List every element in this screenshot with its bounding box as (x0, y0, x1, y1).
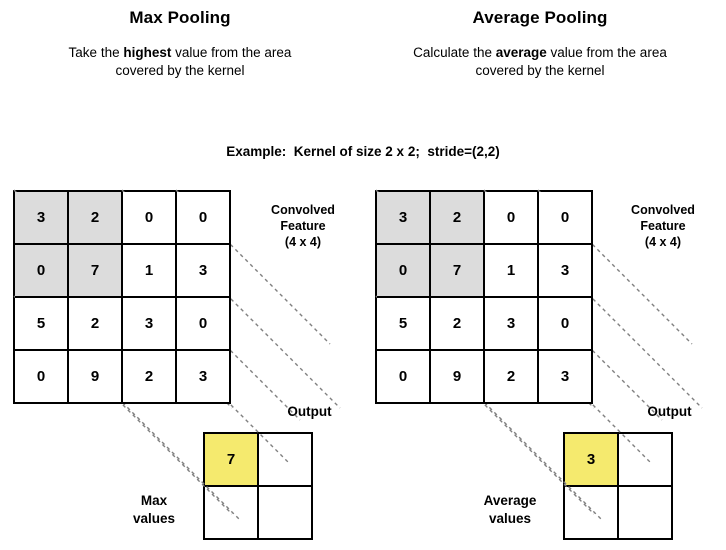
output-cell[interactable] (619, 487, 673, 540)
output-label-max: Output (287, 404, 332, 419)
convolved-feature-grid-average[interactable]: 3 2 0 0 0 7 1 3 5 2 3 0 0 9 2 3 (375, 190, 593, 404)
example-caption: Example: Kernel of size 2 x 2; stride=(2… (226, 144, 500, 159)
matrix-cell[interactable]: 7 (431, 245, 485, 298)
output-cell[interactable]: 3 (565, 434, 619, 487)
feature-label-line2: Feature (280, 219, 326, 233)
matrix-cell[interactable]: 1 (485, 245, 539, 298)
matrix-cell[interactable]: 9 (69, 351, 123, 404)
matrix-cell[interactable]: 5 (15, 298, 69, 351)
matrix-cell[interactable]: 1 (123, 245, 177, 298)
desc-bold-max: highest (123, 45, 172, 60)
output-cell[interactable] (565, 487, 619, 540)
matrix-cell[interactable]: 3 (177, 351, 231, 404)
matrix-cell[interactable]: 0 (485, 192, 539, 245)
panel-title-average: Average Pooling (472, 8, 608, 27)
output-label-average: Output (647, 404, 692, 419)
matrix-cell[interactable]: 3 (539, 245, 593, 298)
feature-label-line3: (4 x 4) (644, 235, 682, 249)
feature-label-line1: Convolved (631, 203, 695, 217)
matrix-cell[interactable]: 0 (539, 298, 593, 351)
output-grid-max[interactable]: 7 (203, 432, 313, 540)
convolved-feature-label-max: Convolved Feature (4 x 4) (238, 202, 368, 250)
matrix-cell[interactable]: 3 (15, 192, 69, 245)
values-label-average: Average values (460, 492, 560, 528)
panel-title-max: Max Pooling (129, 8, 231, 27)
matrix-cell[interactable]: 2 (431, 192, 485, 245)
matrix-cell[interactable]: 2 (123, 351, 177, 404)
values-label-line2: values (488, 511, 532, 526)
matrix-cell[interactable]: 0 (377, 245, 431, 298)
matrix-cell[interactable]: 3 (539, 351, 593, 404)
desc-pre-average: Calculate the (413, 45, 496, 60)
feature-label-line1: Convolved (271, 203, 335, 217)
matrix-cell[interactable]: 2 (485, 351, 539, 404)
output-cell[interactable] (205, 487, 259, 540)
matrix-cell[interactable]: 2 (69, 298, 123, 351)
output-cell[interactable] (619, 434, 673, 487)
matrix-cell[interactable]: 0 (539, 192, 593, 245)
matrix-cell[interactable]: 0 (15, 245, 69, 298)
desc-bold-average: average (495, 45, 547, 60)
matrix-cell[interactable]: 0 (377, 351, 431, 404)
matrix-cell[interactable]: 0 (123, 192, 177, 245)
output-cell[interactable] (259, 434, 313, 487)
matrix-cell[interactable]: 3 (177, 245, 231, 298)
matrix-cell[interactable]: 5 (377, 298, 431, 351)
matrix-cell[interactable]: 2 (69, 192, 123, 245)
matrix-cell[interactable]: 3 (377, 192, 431, 245)
desc-post-max: value from the area covered by the kerne… (115, 45, 292, 78)
values-label-line1: Max (140, 493, 168, 508)
matrix-cell[interactable]: 0 (177, 298, 231, 351)
matrix-cell[interactable]: 0 (15, 351, 69, 404)
output-cell[interactable] (259, 487, 313, 540)
matrix-cell[interactable]: 3 (123, 298, 177, 351)
matrix-cell[interactable]: 3 (485, 298, 539, 351)
panel-description-max: Take the highest value from the area cov… (50, 44, 310, 80)
matrix-cell[interactable]: 7 (69, 245, 123, 298)
convolved-feature-label-average: Convolved Feature (4 x 4) (600, 202, 726, 250)
matrix-cell[interactable]: 2 (431, 298, 485, 351)
output-cell[interactable]: 7 (205, 434, 259, 487)
feature-label-line3: (4 x 4) (284, 235, 322, 249)
matrix-cell[interactable]: 0 (177, 192, 231, 245)
matrix-cell[interactable]: 9 (431, 351, 485, 404)
desc-post-average: value from the area covered by the kerne… (475, 45, 667, 78)
convolved-feature-grid-max[interactable]: 3 2 0 0 0 7 1 3 5 2 3 0 0 9 2 3 (13, 190, 231, 404)
feature-label-line2: Feature (640, 219, 686, 233)
values-label-line2: values (132, 511, 176, 526)
desc-pre-max: Take the (68, 45, 124, 60)
values-label-max: Max values (108, 492, 200, 528)
panel-description-average: Calculate the average value from the are… (405, 44, 675, 80)
values-label-line1: Average (483, 493, 537, 508)
output-grid-average[interactable]: 3 (563, 432, 673, 540)
